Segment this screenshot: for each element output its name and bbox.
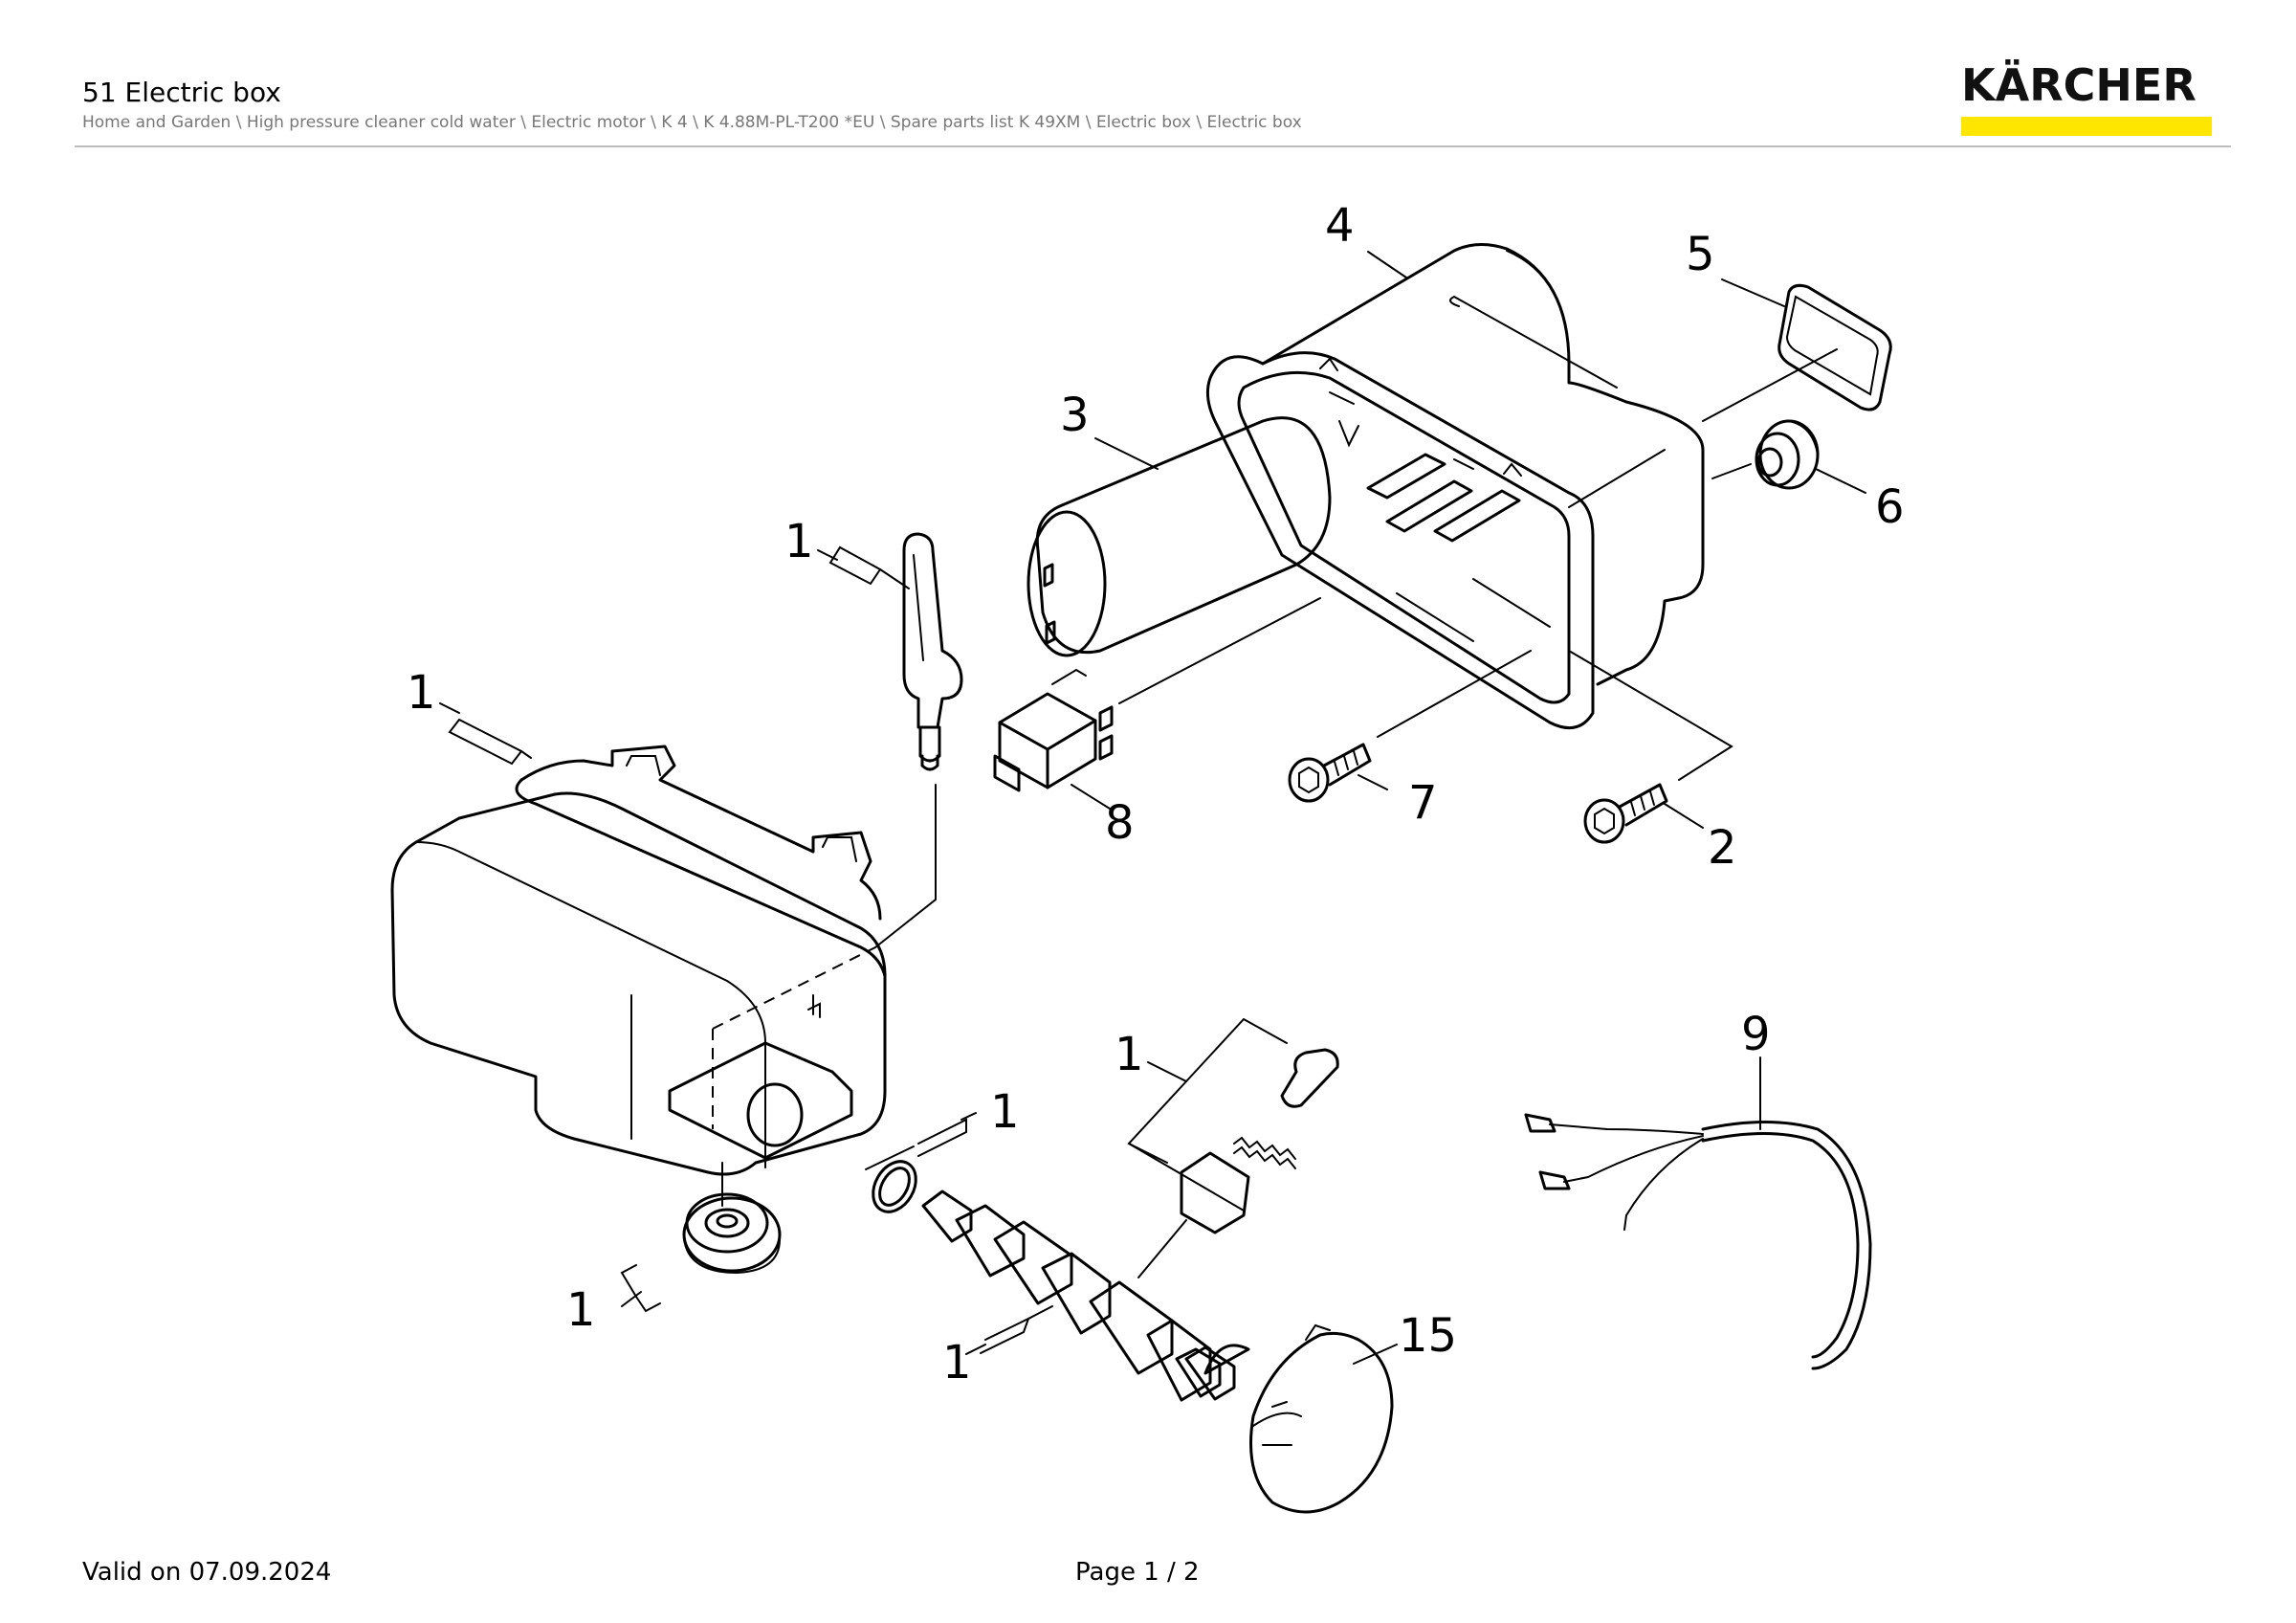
part-3-capacitor: [1027, 416, 1332, 657]
part-4-electric-box-housing: [1205, 243, 1705, 730]
part-5-gasket: [1777, 283, 1892, 411]
callout-1-housing-cover: 1: [407, 666, 436, 720]
callout-3: 3: [1060, 389, 1090, 442]
leader-lines: [439, 251, 1866, 1365]
part-shaft-plunger: [921, 1189, 1250, 1402]
logo-text: KÄRCHER: [1961, 59, 2197, 111]
part-connector-plug: [902, 532, 963, 771]
callout-1-pins: 1: [1115, 1028, 1144, 1081]
page-title: 51 Electric box: [82, 77, 281, 108]
callout-1-connector: 1: [784, 515, 814, 568]
header-divider: [75, 145, 2231, 147]
callout-7: 7: [1408, 776, 1438, 830]
part-9-cable: [1524, 1113, 1872, 1370]
callout-5: 5: [1686, 228, 1715, 281]
callout-1-shaft: 1: [942, 1336, 972, 1390]
callout-labels: 1 1 1 1 1 1 2 3 4 5 6 7 8 9 15: [407, 199, 1905, 1390]
part-6-grommet: [1755, 419, 1820, 490]
logo-yellow-bar: [1961, 117, 2212, 136]
callout-8: 8: [1105, 796, 1135, 850]
callout-6: 6: [1875, 480, 1905, 534]
part-2-screw: [1583, 783, 1668, 844]
part-7-screw: [1288, 743, 1372, 803]
callout-2: 2: [1708, 821, 1737, 875]
part-lower-housing-cover: [390, 745, 887, 1176]
karcher-logo: KÄRCHER: [1961, 63, 2212, 136]
page-number: Page 1 / 2: [1075, 1558, 1200, 1587]
part-8-switch: [993, 668, 1114, 792]
callout-1-grommet: 1: [566, 1283, 596, 1337]
callout-1-o-ring: 1: [990, 1085, 1020, 1139]
part-pins-spring: [1180, 1048, 1339, 1234]
callout-9: 9: [1741, 1008, 1771, 1061]
part-o-ring: [872, 1160, 917, 1213]
callout-4: 4: [1325, 199, 1355, 253]
part-grommet-bottom: [682, 1192, 782, 1275]
part-15-knob: [1249, 1323, 1394, 1514]
breadcrumb: Home and Garden \ High pressure cleaner …: [82, 113, 1302, 132]
callout-15: 15: [1399, 1309, 1457, 1363]
valid-date: Valid on 07.09.2024: [82, 1558, 332, 1587]
